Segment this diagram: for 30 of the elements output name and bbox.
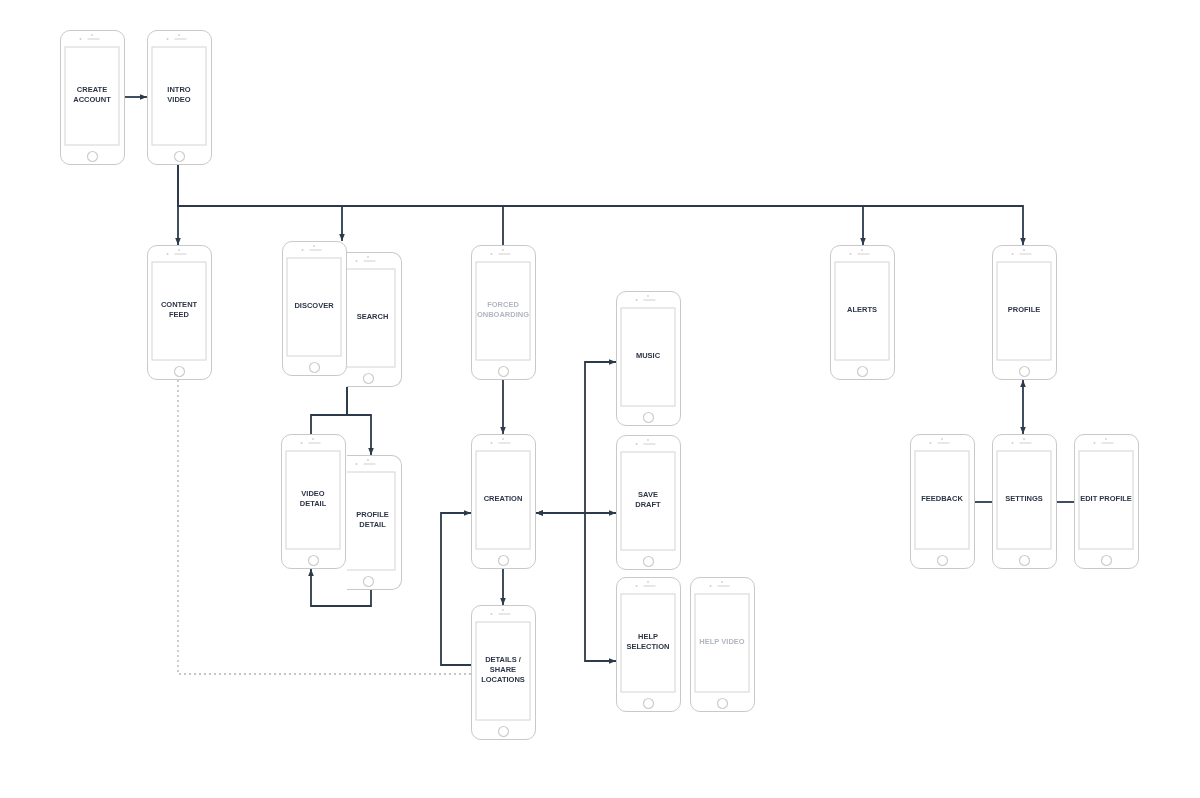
arrow	[124, 94, 148, 100]
arrow	[500, 568, 506, 606]
arrow	[535, 510, 617, 664]
phone-mockup	[1074, 434, 1139, 569]
phone-mockup	[347, 455, 402, 590]
phone-mockup	[471, 605, 536, 740]
phone-mockup	[616, 435, 681, 570]
phone-mockup	[616, 577, 681, 712]
phone-mockup	[910, 434, 975, 569]
connector-line	[974, 501, 993, 503]
phone-mockup	[471, 434, 536, 569]
phone-mockup	[147, 245, 212, 380]
phone-mockup	[147, 30, 212, 165]
phone-mockup	[471, 245, 536, 380]
phone-mockup	[992, 245, 1057, 380]
phone-mockup	[830, 245, 895, 380]
phone-mockup	[281, 434, 346, 569]
phone-mockup	[690, 577, 755, 712]
arrow	[1020, 379, 1026, 435]
dotted-connector	[177, 379, 472, 675]
phone-mockup	[616, 291, 681, 426]
arrow	[440, 510, 472, 666]
phone-mockup	[282, 241, 347, 376]
arrow	[308, 568, 372, 607]
phone-mockup	[347, 252, 402, 387]
phone-mockup	[992, 434, 1057, 569]
arrow	[500, 379, 506, 435]
connector-line	[1056, 501, 1075, 503]
phone-mockup	[60, 30, 125, 165]
arrow	[346, 386, 374, 456]
